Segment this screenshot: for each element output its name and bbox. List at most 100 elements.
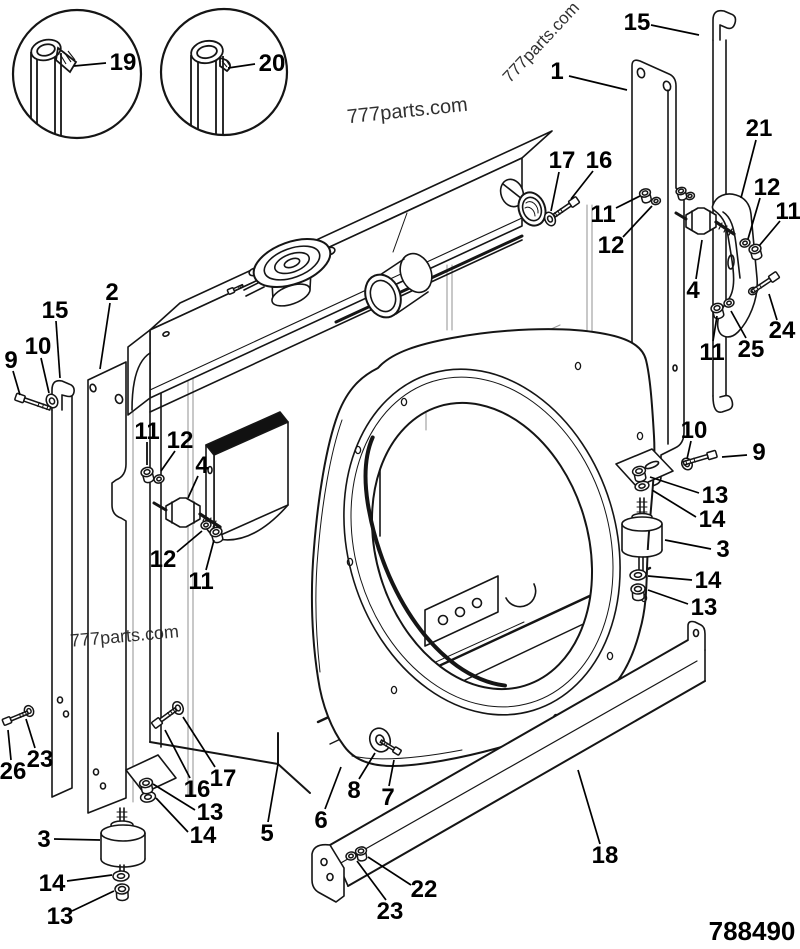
callout-leader-13 (152, 783, 196, 811)
callout-leader-13 (649, 476, 700, 494)
callout-leader-20 (227, 63, 256, 69)
callout-leader-14 (155, 797, 189, 833)
mount-tab-left (125, 754, 177, 794)
engine-mount-4-left (152, 497, 222, 529)
engine-mount-4-right (674, 207, 736, 236)
callout-label-5: 5 (260, 820, 273, 847)
callout-label-24: 24 (769, 317, 796, 344)
side-plate-left-strip (51, 379, 75, 798)
callout-label-9: 9 (752, 439, 765, 466)
callout-leader-11 (712, 315, 718, 342)
callout-leader-6 (324, 766, 342, 810)
callout-label-14: 14 (699, 506, 726, 533)
callout-leader-5 (267, 763, 279, 823)
callout-label-26: 26 (0, 758, 26, 785)
bolt-icon (750, 271, 781, 294)
callout-leader-15 (650, 24, 700, 36)
callout-label-4: 4 (195, 452, 209, 479)
callout-label-17: 17 (210, 765, 237, 792)
callout-label-6: 6 (314, 807, 327, 834)
nut-icon (140, 466, 155, 484)
nut-icon (354, 846, 368, 862)
callout-label-7: 7 (381, 784, 394, 811)
callout-label-20: 20 (259, 50, 286, 77)
callout-label-13: 13 (702, 482, 729, 509)
nut-icon (631, 465, 647, 483)
nut-icon (138, 777, 154, 795)
callout-leader-9 (721, 454, 748, 458)
callout-label-12: 12 (167, 427, 194, 454)
callout-label-2: 2 (105, 279, 118, 306)
nut-icon (638, 188, 652, 204)
callout-leader-11 (758, 220, 781, 247)
callout-leader-1 (568, 75, 628, 91)
bottom-bar-18 (311, 620, 706, 903)
side-plate-2 (87, 361, 127, 814)
washer-icon (650, 196, 662, 206)
callout-label-13: 13 (197, 799, 224, 826)
callout-leader-9 (12, 370, 21, 396)
callout-leader-10 (40, 357, 50, 394)
bar-end-bracket (311, 843, 345, 903)
watermark-2: 777parts.com (346, 94, 469, 129)
callout-label-11: 11 (134, 418, 159, 445)
callout-label-11: 11 (188, 568, 213, 595)
callout-label-12: 12 (754, 174, 781, 201)
callout-label-17: 17 (549, 147, 576, 174)
callout-leader-13 (647, 589, 689, 605)
washer-icon (153, 474, 165, 484)
callout-leader-3 (664, 539, 712, 550)
nut-icon (748, 243, 763, 261)
callout-label-10: 10 (25, 333, 52, 360)
callout-label-14: 14 (39, 870, 66, 897)
rubber-mount-3-right (621, 497, 663, 572)
bolt-icon (552, 196, 581, 218)
callout-leader-21 (740, 139, 757, 199)
callout-leader-12 (747, 197, 761, 240)
callout-leader-3 (53, 838, 101, 841)
callout-label-21: 21 (746, 115, 773, 142)
washer-icon (634, 480, 650, 492)
fasteners (1, 186, 781, 902)
bracket-21 (711, 193, 758, 338)
callout-label-22: 22 (411, 876, 438, 903)
callout-label-9: 9 (4, 347, 17, 374)
callout-leader-12 (176, 530, 203, 553)
washer-icon (739, 238, 751, 248)
part-number: 788490 (709, 916, 796, 946)
radiator-core (149, 234, 652, 794)
nut-icon (114, 883, 130, 902)
bolt-icon (226, 283, 245, 295)
callout-label-14: 14 (190, 822, 217, 849)
detail-circle-20 (159, 7, 289, 137)
washer-icon (629, 569, 647, 581)
washer-icon (45, 393, 59, 409)
bolt-icon (682, 449, 718, 466)
callout-leader-7 (388, 759, 395, 787)
callout-leader-19 (73, 62, 107, 67)
seal-strip-19 (30, 38, 78, 138)
washer-icon (543, 211, 557, 227)
callout-leader-26 (7, 729, 12, 761)
nut-icon (209, 526, 224, 544)
callout-leader-25 (730, 310, 747, 339)
callout-label-3: 3 (716, 536, 729, 563)
bolt-icon (1, 710, 30, 726)
radiator-top-tank (127, 130, 553, 416)
callout-label-4: 4 (686, 277, 700, 304)
nut-icon (630, 583, 646, 602)
callout-leader-14 (651, 489, 697, 518)
callout-label-15: 15 (624, 9, 651, 36)
callout-label-25: 25 (738, 336, 765, 363)
callout-leader-18 (577, 769, 601, 845)
bolt-icon (150, 707, 178, 729)
threaded-connector (499, 178, 547, 227)
nut-icon (675, 186, 688, 201)
callout-leader-17 (550, 171, 560, 212)
fan-shroud (310, 328, 656, 767)
detail-views (11, 7, 289, 140)
bolt-icon (379, 739, 402, 756)
nut-icon (710, 302, 725, 320)
